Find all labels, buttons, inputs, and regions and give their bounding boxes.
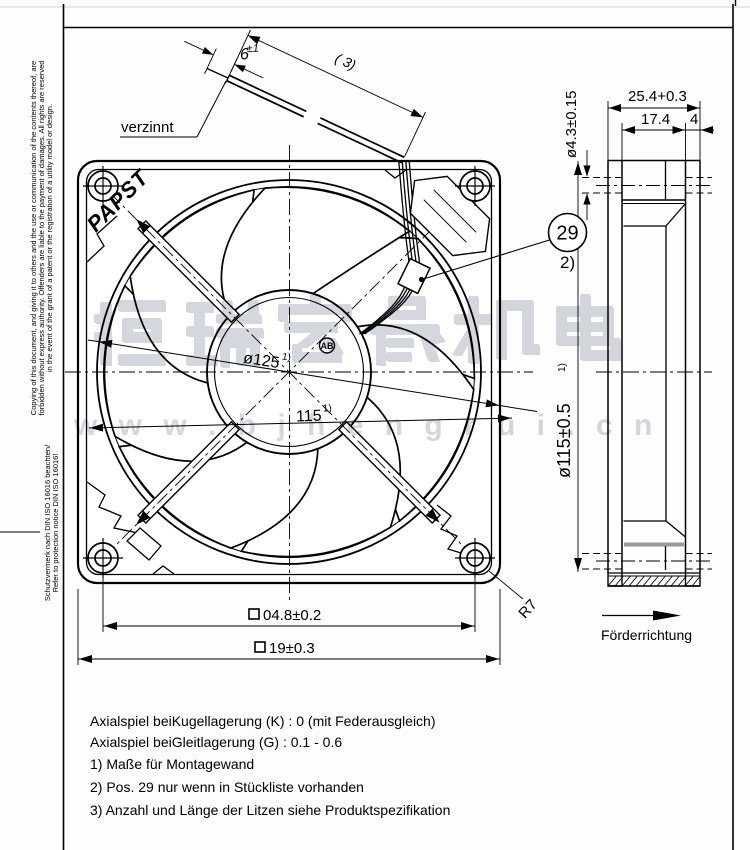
- svg-text:4: 4: [690, 111, 698, 128]
- svg-text:in the event of the grant of a: in the event of the grant of a patent or…: [45, 104, 54, 372]
- svg-text:w w w . b j h e n g r u i . c: w w w . b j h e n g r u i . c n: [73, 409, 659, 442]
- svg-text:Axialspiel beiKugellagerung (K: Axialspiel beiKugellagerung (K) : 0 (mit…: [90, 713, 436, 729]
- svg-text:±1: ±1: [246, 43, 259, 56]
- svg-text:verzinnt: verzinnt: [121, 119, 174, 136]
- svg-text:Copying of this document, and: Copying of this document, and giving it …: [29, 61, 38, 415]
- svg-text:17.4: 17.4: [641, 111, 670, 128]
- svg-text:19±0.3: 19±0.3: [269, 640, 315, 657]
- svg-text:29: 29: [556, 223, 578, 245]
- svg-text:25.4+0.3: 25.4+0.3: [628, 88, 687, 105]
- svg-text:2) Pos. 29 nur wenn in Stückli: 2) Pos. 29 nur wenn in Stückliste vorhan…: [90, 779, 364, 795]
- svg-text:2): 2): [560, 253, 575, 272]
- svg-text:( 3): ( 3): [333, 50, 359, 73]
- svg-text:ø115±0.5: ø115±0.5: [554, 403, 574, 478]
- svg-text:1): 1): [557, 363, 568, 372]
- svg-text:3) Anzahl und Länge der Litzen: 3) Anzahl und Länge der Litzen siehe Pro…: [90, 802, 450, 818]
- svg-text:ø4.3±0.15: ø4.3±0.15: [563, 91, 580, 158]
- svg-text:Refer to protection notice DIN: Refer to protection notice DIN ISO 16016…: [51, 454, 60, 593]
- svg-text:115: 115: [296, 408, 322, 426]
- svg-text:forbidden without express auth: forbidden without express authority. Off…: [37, 61, 46, 416]
- svg-text:04.8±0.2: 04.8±0.2: [263, 607, 321, 624]
- svg-text:1) Maße für Montagewand: 1) Maße für Montagewand: [90, 756, 254, 772]
- svg-text:Axialspiel beiGleitlagerung (: Axialspiel beiGleitlagerung (G) : 0.1 - …: [90, 734, 342, 750]
- svg-text:1): 1): [323, 403, 332, 414]
- svg-text:1): 1): [281, 352, 291, 364]
- svg-text:Förderrichtung: Förderrichtung: [601, 627, 692, 643]
- svg-text:6: 6: [240, 46, 250, 63]
- svg-text:Schutzvermerk nach DIN ISO 160: Schutzvermerk nach DIN ISO 16016 beachte…: [43, 444, 52, 601]
